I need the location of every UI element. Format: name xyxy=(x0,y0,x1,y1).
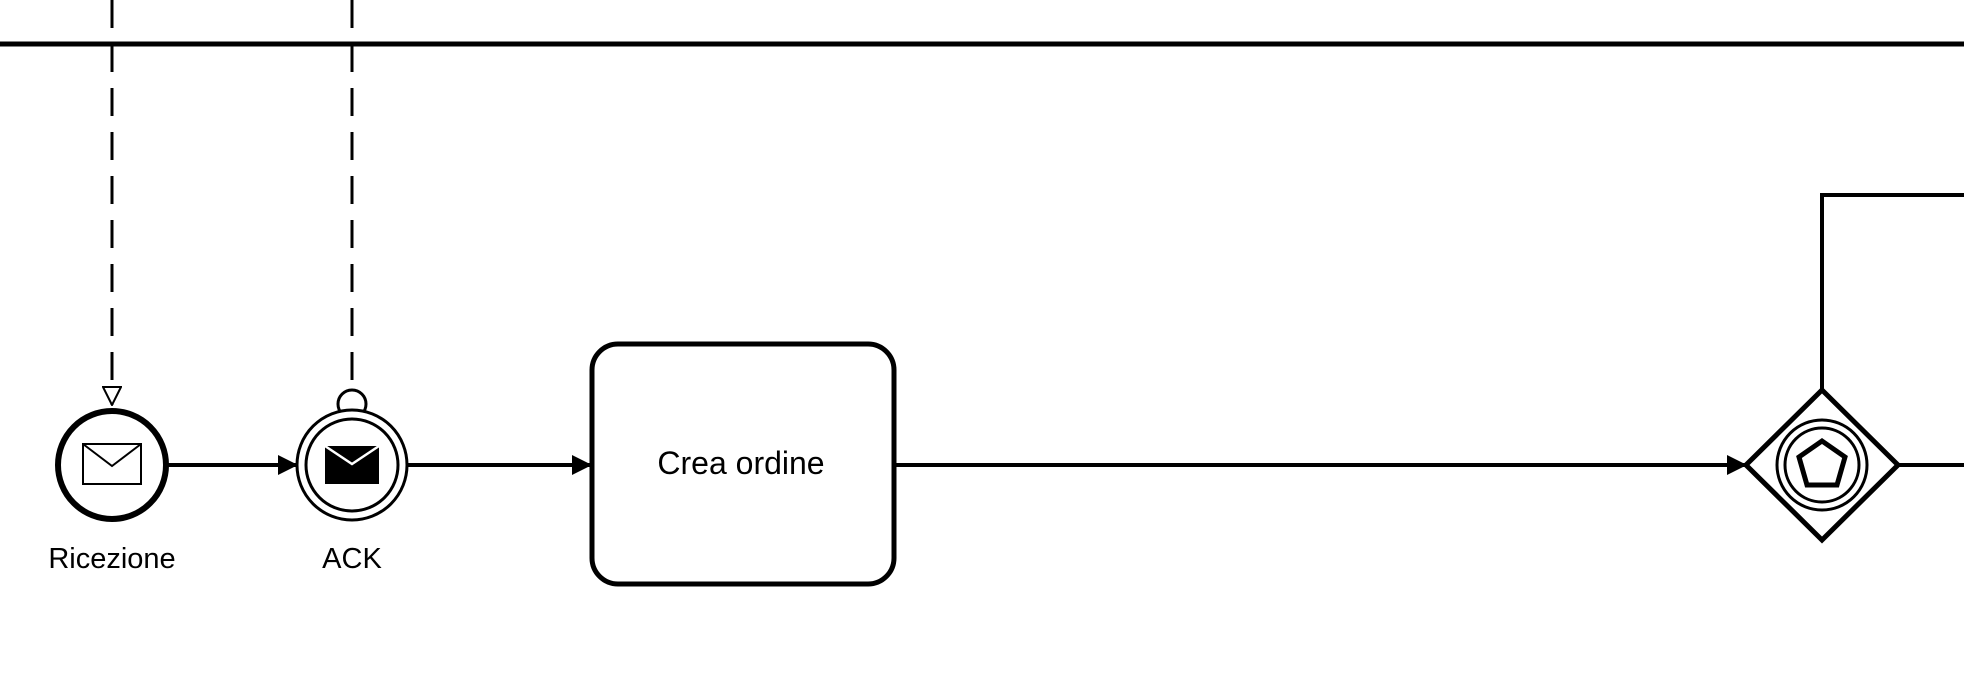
task-crea-ordine[interactable]: Crea ordine xyxy=(589,341,897,587)
task-label: Crea ordine xyxy=(657,445,824,481)
filled-envelope-icon xyxy=(324,444,380,484)
message-catch-event[interactable] xyxy=(295,408,409,522)
envelope-icon xyxy=(82,443,142,485)
message-start-event[interactable] xyxy=(55,408,169,522)
message-catch-event-label: ACK xyxy=(322,543,382,575)
event-based-gateway[interactable] xyxy=(1742,386,1902,544)
message-flow-from-ack[interactable] xyxy=(336,0,368,420)
sequence-flow-gateway-up[interactable] xyxy=(1820,193,1964,390)
pentagon-icon xyxy=(1796,437,1848,488)
message-start-event-label: Ricezione xyxy=(48,543,175,575)
